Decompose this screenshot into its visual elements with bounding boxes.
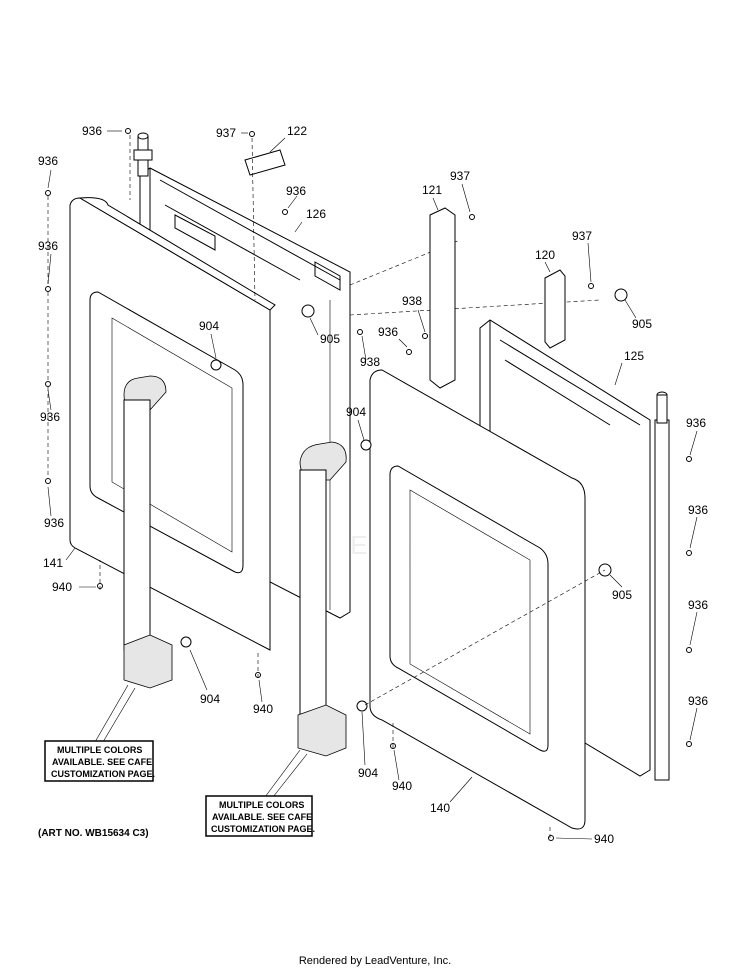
callout-940: 940: [253, 702, 273, 716]
right-hinge-bar: [654, 391, 670, 781]
note-line: MULTIPLE COLORS: [219, 800, 304, 810]
callout-940: 940: [594, 832, 614, 846]
callout-937: 937: [450, 169, 470, 183]
callout-936: 936: [286, 184, 306, 198]
callout-937: 937: [216, 126, 236, 140]
note-line: MULTIPLE COLORS: [57, 745, 142, 755]
callout-940: 940: [52, 580, 72, 594]
callout-938: 938: [402, 294, 422, 308]
callout-940: 940: [392, 779, 412, 793]
callout-936: 936: [378, 325, 398, 339]
callout-126: 126: [306, 207, 326, 221]
leader-lines: [47, 130, 698, 840]
callout-labels: 936 937 122 936 936 126 936 904 905 938 …: [38, 124, 708, 846]
left-door-handle: [123, 375, 173, 689]
callout-120: 120: [535, 248, 555, 262]
callout-141: 141: [43, 556, 63, 570]
callout-936: 936: [40, 410, 60, 424]
note-box-left: MULTIPLE COLORS AVAILABLE. SEE CAFE CUST…: [44, 684, 155, 782]
left-door-panel-141: [69, 197, 276, 651]
callout-936: 936: [686, 416, 706, 430]
callout-904: 904: [199, 319, 219, 333]
callout-905: 905: [612, 588, 632, 602]
callout-905: 905: [632, 317, 652, 331]
callout-936: 936: [38, 154, 58, 168]
note-line: CUSTOMIZATION PAGE.: [211, 824, 315, 834]
callout-936: 936: [82, 124, 102, 138]
note-box-right: MULTIPLE COLORS AVAILABLE. SEE CAFE CUST…: [205, 749, 315, 837]
footer-credit: Rendered by LeadVenture, Inc.: [298, 955, 452, 967]
callout-905: 905: [320, 332, 340, 346]
right-door-panel-140: [369, 369, 586, 830]
callout-904: 904: [346, 405, 366, 419]
callout-125: 125: [624, 349, 644, 363]
callout-936: 936: [688, 598, 708, 612]
left-fasteners: [45, 128, 315, 678]
callout-140: 140: [430, 801, 450, 815]
right-brackets-120-121: [429, 207, 566, 389]
right-fasteners: [356, 214, 692, 841]
callout-938: 938: [360, 355, 380, 369]
note-line: AVAILABLE. SEE CAFE: [52, 757, 152, 767]
callout-936: 936: [688, 503, 708, 517]
left-hinge-top: [133, 132, 153, 177]
note-line: AVAILABLE. SEE CAFE: [212, 812, 312, 822]
callout-936: 936: [38, 239, 58, 253]
callout-936: 936: [688, 694, 708, 708]
right-dashed-leaders: [364, 569, 606, 838]
callout-936: 936: [44, 516, 64, 530]
center-door-handle: [297, 441, 347, 757]
callout-904: 904: [200, 692, 220, 706]
art-number: (ART NO. WB15634 C3): [38, 828, 149, 839]
callout-937: 937: [572, 229, 592, 243]
callout-121: 121: [422, 183, 442, 197]
callout-904: 904: [358, 766, 378, 780]
note-line: CUSTOMIZATION PAGE.: [51, 769, 155, 779]
callout-122: 122: [287, 124, 307, 138]
